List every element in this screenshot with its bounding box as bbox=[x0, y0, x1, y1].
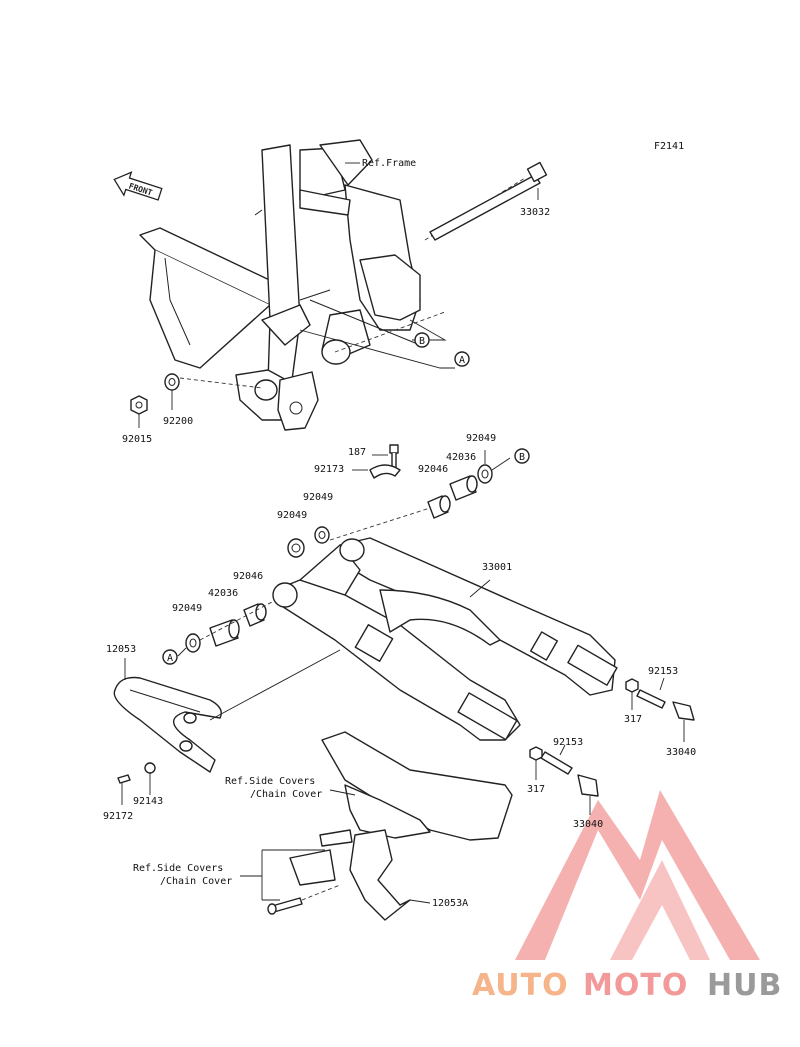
part-label-92015: 92015 bbox=[122, 434, 152, 445]
chain-cover bbox=[321, 731, 513, 841]
part-label-92049-top: 92049 bbox=[466, 433, 496, 444]
seal-92049-left bbox=[177, 633, 201, 657]
plate-33040-right bbox=[672, 701, 695, 742]
bolt-92153-mid bbox=[540, 744, 573, 775]
part-label-33032: 33032 bbox=[520, 207, 550, 218]
part-label-33040-right: 33040 bbox=[666, 747, 696, 758]
part-label-317-mid: 317 bbox=[527, 784, 545, 795]
callout-a-label: A bbox=[459, 355, 465, 366]
part-label-92049-left: 92049 bbox=[172, 603, 202, 614]
part-label-92153-mid: 92153 bbox=[553, 737, 583, 748]
part-label-92046-left: 92046 bbox=[233, 571, 263, 582]
callout-b-frame: B bbox=[409, 319, 447, 348]
bearing-92046-left bbox=[243, 603, 267, 627]
part-label-12053: 12053 bbox=[106, 644, 136, 655]
collar-42036-top bbox=[449, 475, 478, 501]
part-label-92143: 92143 bbox=[133, 796, 163, 807]
part-label-92153-right: 92153 bbox=[648, 666, 678, 677]
part-label-42036-top: 42036 bbox=[446, 452, 476, 463]
seal-92049-top bbox=[477, 450, 511, 484]
part-label-92049-mid2: 92049 bbox=[303, 492, 333, 503]
automotohub-watermark: AUTO MOTO HUB bbox=[472, 968, 782, 1003]
callout-a-frame: A bbox=[299, 329, 470, 369]
callout-a-label-2: A bbox=[167, 653, 173, 664]
callout-b-swingarm: B bbox=[514, 448, 530, 464]
callout-b-label-2: B bbox=[519, 452, 525, 463]
automotohub-logo-icon bbox=[515, 790, 760, 960]
callout-b-label: B bbox=[419, 336, 425, 347]
part-label-92172: 92172 bbox=[103, 811, 133, 822]
plate-33040-mid bbox=[577, 774, 599, 815]
ref-chain-cover-label-1: /Chain Cover bbox=[250, 789, 322, 800]
bracket bbox=[240, 829, 353, 901]
nut-92015 bbox=[130, 395, 148, 428]
seal-92049-mid1 bbox=[287, 538, 305, 558]
ref-frame-label: Ref.Frame bbox=[362, 158, 416, 169]
part-label-92173: 92173 bbox=[314, 464, 344, 475]
part-label-187: 187 bbox=[348, 447, 366, 458]
swingarm-33001 bbox=[272, 537, 618, 741]
bearing-92046-top bbox=[427, 495, 451, 519]
front-arrow-icon: FRONT bbox=[113, 171, 163, 201]
pivot-shaft-33032 bbox=[429, 161, 548, 241]
nut-317-right bbox=[625, 678, 639, 710]
collar-42036-left bbox=[209, 619, 240, 647]
frame-assembly bbox=[139, 139, 526, 431]
washer-92200 bbox=[164, 373, 263, 410]
part-label-317-right: 317 bbox=[624, 714, 642, 725]
ref-side-covers-label-2: Ref.Side Covers bbox=[133, 863, 223, 874]
collar-92143 bbox=[144, 762, 156, 795]
watermark-moto: MOTO bbox=[583, 968, 688, 1003]
part-label-92046-top: 92046 bbox=[418, 464, 448, 475]
chain-guide-12053 bbox=[113, 649, 341, 773]
watermark-auto: AUTO bbox=[472, 968, 569, 1003]
screw-92172 bbox=[117, 774, 131, 805]
part-label-33001: 33001 bbox=[482, 562, 512, 573]
nut-317-mid bbox=[529, 746, 543, 780]
chain-guide-12053A bbox=[349, 829, 431, 921]
ref-chain-cover-label-2: /Chain Cover bbox=[160, 876, 232, 887]
seal-92049-mid2 bbox=[314, 526, 330, 544]
watermark-hub: HUB bbox=[707, 968, 782, 1003]
part-label-12053A: 12053A bbox=[432, 898, 468, 909]
diagram-code: F2141 bbox=[654, 141, 684, 152]
part-label-42036-left: 42036 bbox=[208, 588, 238, 599]
bolt-92153-right bbox=[636, 677, 666, 709]
part-label-92049-mid1: 92049 bbox=[277, 510, 307, 521]
part-label-92200: 92200 bbox=[163, 416, 193, 427]
clip-92173 bbox=[352, 464, 401, 479]
part-label-33040-mid: 33040 bbox=[573, 819, 603, 830]
callout-a-swingarm: A bbox=[162, 649, 178, 665]
ref-side-covers-label-1: Ref.Side Covers bbox=[225, 776, 315, 787]
bolt-lower bbox=[267, 884, 341, 915]
